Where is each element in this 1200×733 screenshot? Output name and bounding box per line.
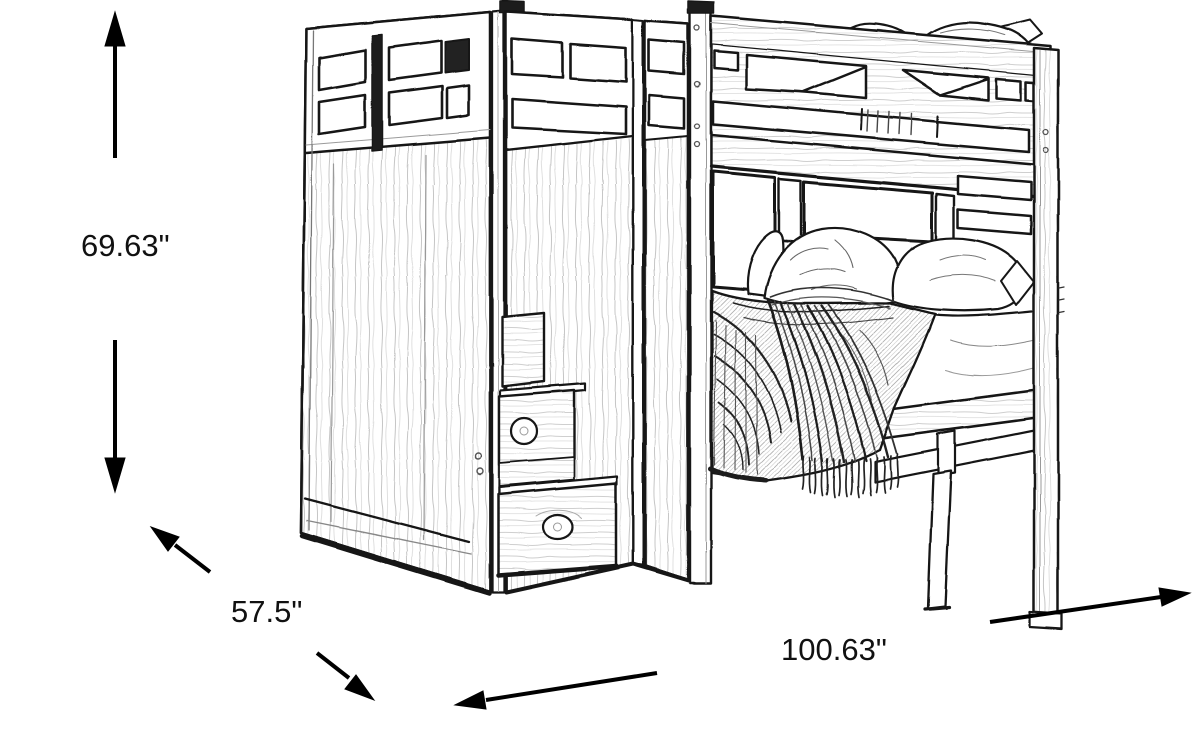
- depth-arrow-shaft-lower: [315, 651, 351, 680]
- depth-dimension-arrows: [149, 525, 376, 702]
- lower-bed-pillows: [746, 226, 1035, 312]
- height-dimension-arrows: [104, 10, 126, 494]
- width-dimension-arrows: [453, 587, 1192, 710]
- depth-dimension-label: 57.5": [231, 594, 303, 629]
- blanket: [707, 289, 937, 484]
- depth-arrow-shaft-upper: [173, 543, 212, 574]
- lower-bed: [707, 226, 1039, 611]
- height-dimension-label: 69.63": [81, 228, 170, 263]
- width-arrow-shaft-left: [485, 671, 658, 702]
- width-dimension-label: 100.63": [781, 632, 887, 667]
- height-arrow-up-icon: [104, 10, 126, 47]
- bunk-bed-frame: [687, 0, 1052, 585]
- depth-arrow-upleft-icon: [149, 525, 180, 552]
- right-end-ladder: [1028, 46, 1065, 631]
- width-arrow-left-icon: [453, 690, 487, 710]
- height-arrow-down-icon: [104, 457, 126, 494]
- throw-blanket: [766, 287, 899, 498]
- dimension-arrows: [104, 10, 1192, 710]
- left-storage-tower: [299, 0, 692, 596]
- width-arrow-shaft-right: [989, 595, 1162, 624]
- storage-stairs: [495, 311, 619, 578]
- bed-sketch: [299, 0, 1065, 631]
- depth-arrow-downright-icon: [344, 674, 376, 702]
- throw-fringe: [802, 453, 899, 498]
- width-arrow-right-icon: [1158, 587, 1192, 607]
